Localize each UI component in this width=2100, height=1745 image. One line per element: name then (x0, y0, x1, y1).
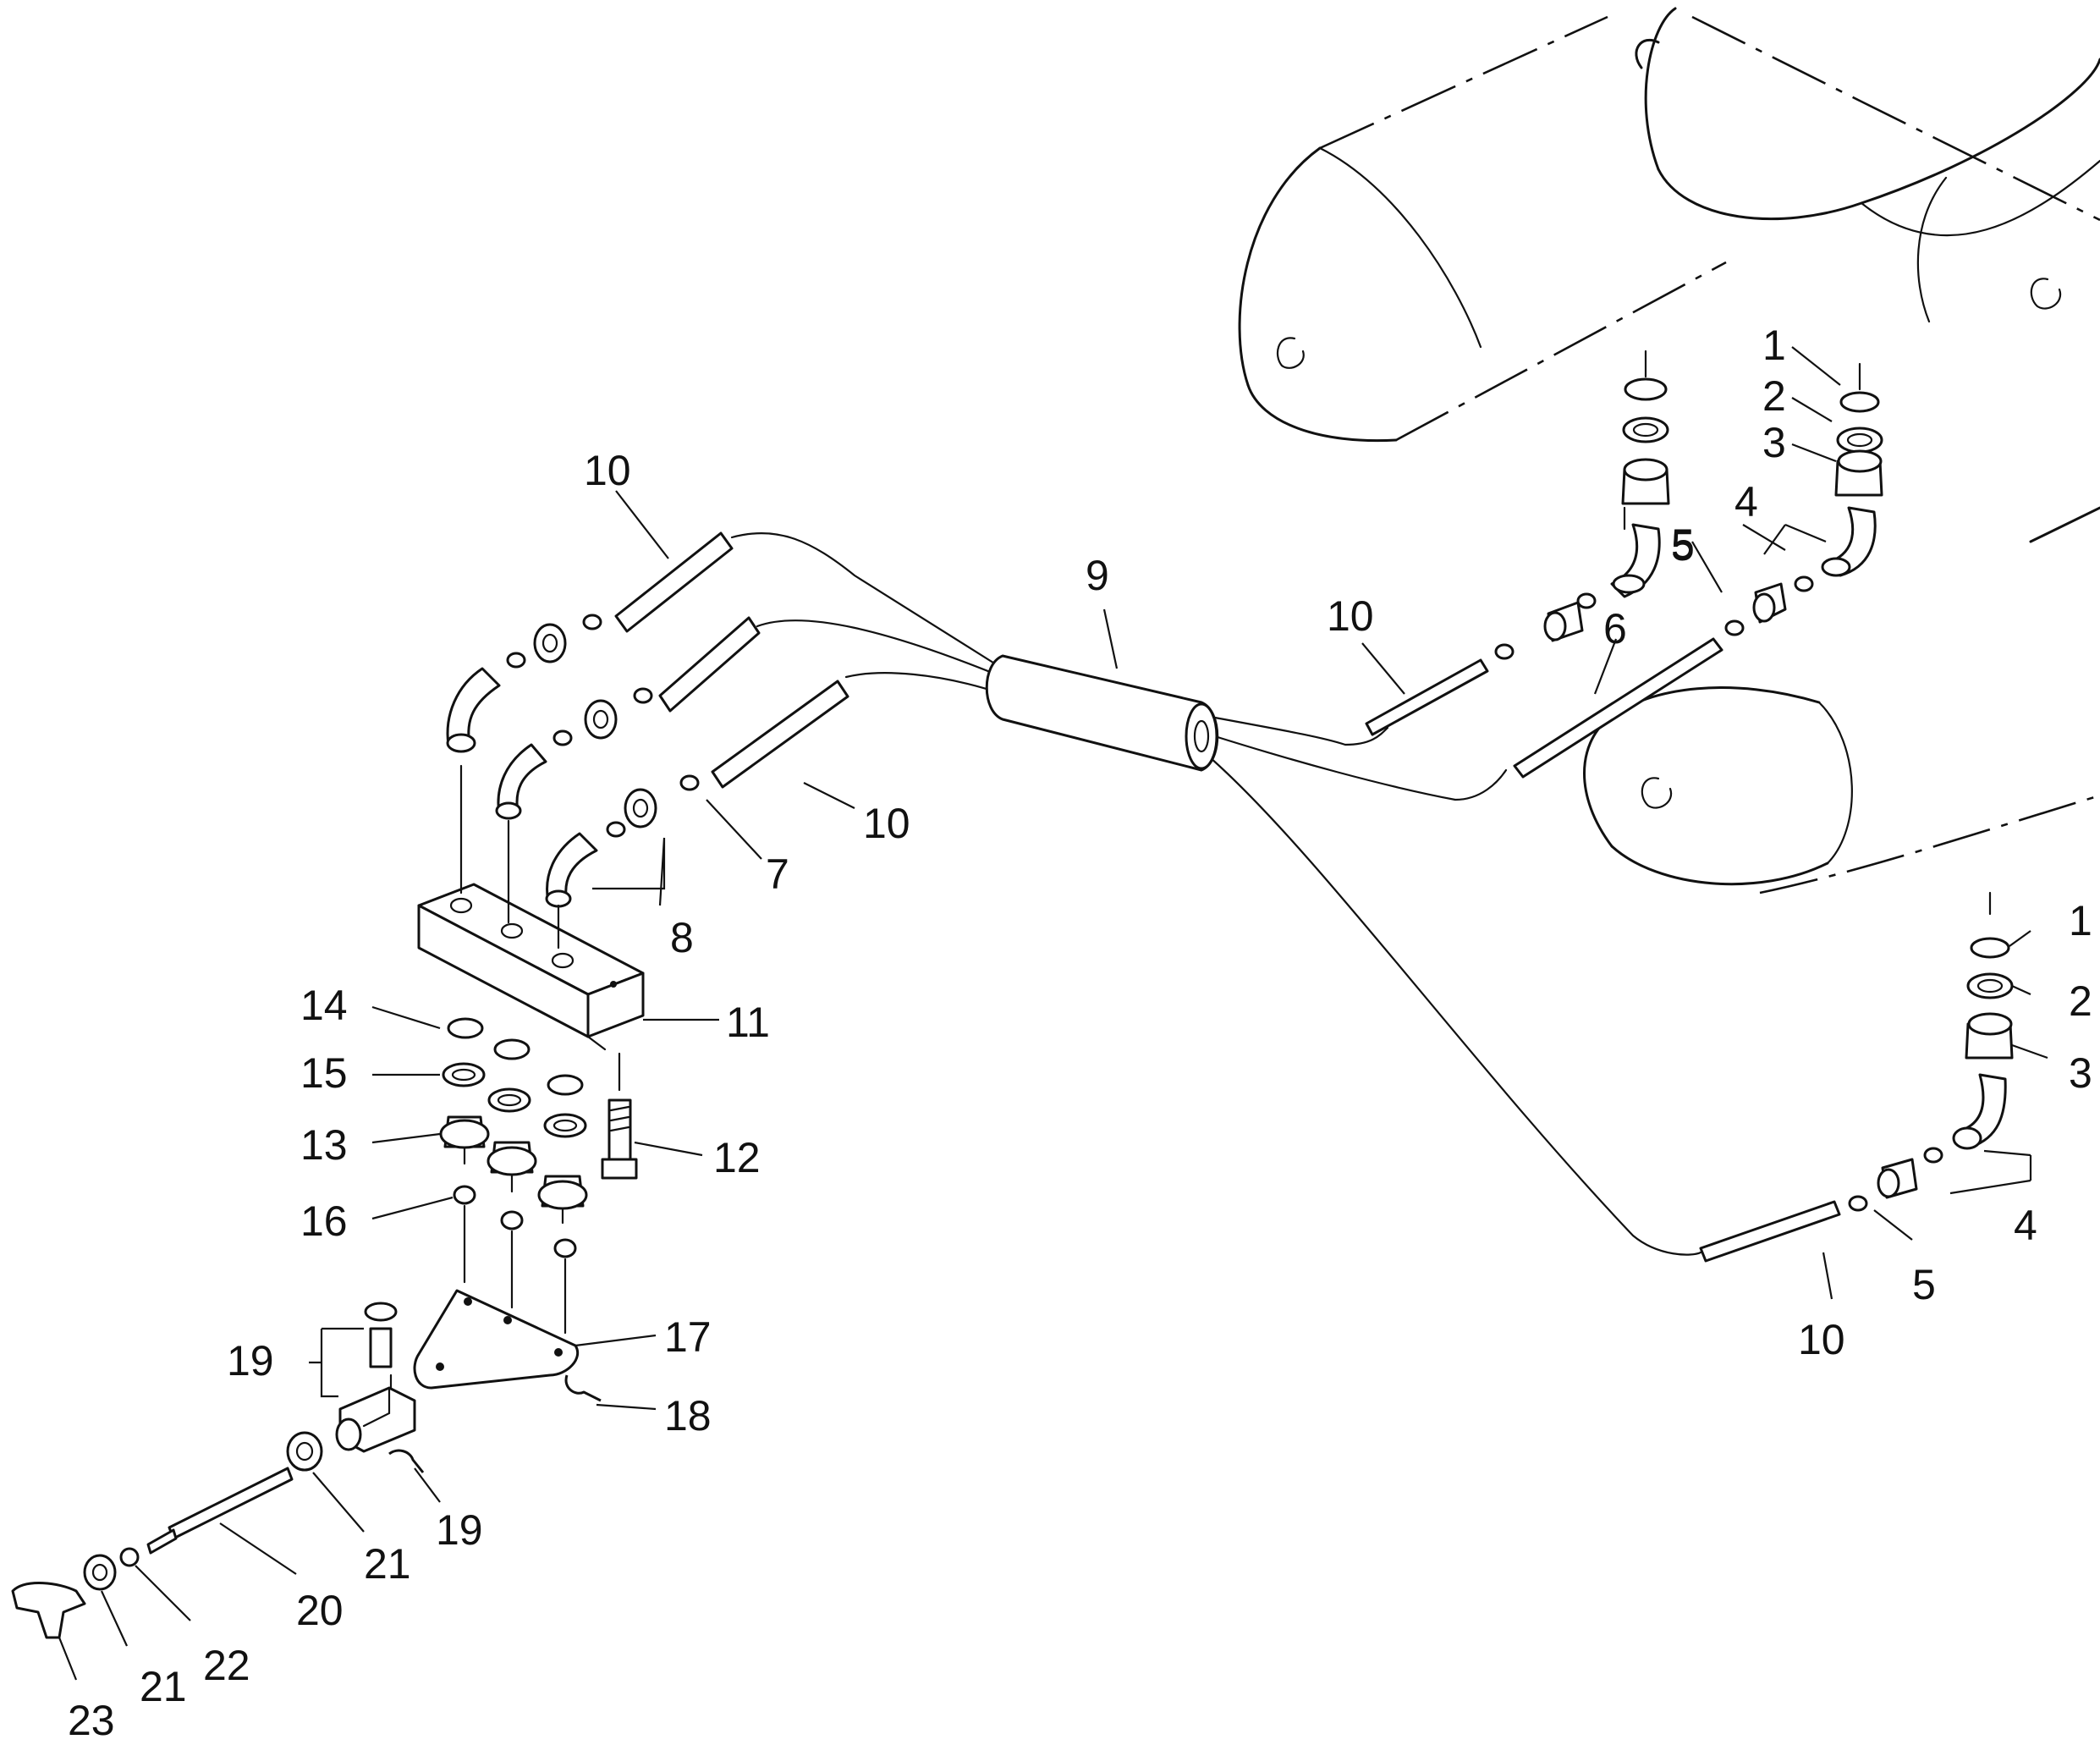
callout-15: 15 (300, 1049, 348, 1097)
control-knob (11, 1582, 86, 1639)
callout-4: 4 (1734, 478, 1758, 526)
callout-11: 11 (726, 999, 770, 1046)
hose-sleeve (985, 654, 1219, 772)
callout-19: 19 (227, 1337, 274, 1384)
callout-23: 23 (68, 1697, 115, 1744)
fitting-row-upper-right (1365, 575, 1814, 779)
callout-17: 17 (664, 1313, 712, 1361)
control-rod (83, 1431, 323, 1591)
callout-21: 21 (364, 1540, 411, 1588)
callout-10: 10 (584, 447, 631, 494)
cotter-pin (564, 1374, 602, 1402)
manifold-block (417, 764, 645, 1038)
fittings-row-1 (446, 614, 602, 753)
callout-labels: 1 2 3 4 5 10 9 10 5 6 10 7 8 14 11 15 13… (68, 322, 2092, 1744)
callout-2: 2 (1762, 372, 1786, 420)
fitting-stack-tank-lower (1699, 891, 2014, 1263)
valve-stack (439, 1017, 588, 1335)
callout-1: 1 (1762, 322, 1786, 369)
fitting-stack-tank-upper-left (1610, 350, 1670, 598)
callout-5: 5 (1912, 1261, 1936, 1308)
bolt (586, 1035, 638, 1180)
callout-22: 22 (203, 1642, 250, 1689)
callout-14: 14 (300, 982, 348, 1029)
fittings-row-2 (495, 687, 653, 820)
callout-21: 21 (140, 1663, 187, 1710)
callout-1: 1 (2069, 897, 2092, 944)
callout-5: 5 (1671, 520, 1695, 568)
callout-20: 20 (296, 1587, 344, 1634)
callout-10: 10 (1327, 592, 1374, 640)
callout-2: 2 (2069, 977, 2092, 1025)
callout-9: 9 (1086, 552, 1109, 599)
callout-10: 10 (863, 800, 910, 847)
callout-3: 3 (2069, 1049, 2092, 1097)
clevis (335, 1302, 425, 1473)
fittings-row-3 (545, 774, 700, 908)
bracket-plate (413, 1289, 580, 1390)
callout-10: 10 (1798, 1316, 1845, 1363)
callout-18: 18 (664, 1392, 712, 1439)
leader-lines (58, 346, 2048, 1681)
callout-7: 7 (766, 850, 789, 898)
fitting-stack-tank-upper-right (1821, 362, 1883, 577)
callout-13: 13 (300, 1121, 348, 1169)
callout-6: 6 (1603, 605, 1627, 652)
callout-16: 16 (300, 1197, 348, 1245)
callout-5: 5 (1671, 522, 1695, 570)
callout-4: 4 (2014, 1202, 2037, 1249)
hose-routing (730, 531, 1702, 1256)
air-tank-upper-right (1635, 7, 2100, 323)
callout-8: 8 (670, 914, 694, 961)
callout-3: 3 (1762, 419, 1786, 466)
air-tank-upper-left (1238, 15, 1727, 443)
hose-ends-left (614, 531, 849, 789)
callout-19: 19 (436, 1506, 483, 1554)
callout-12: 12 (713, 1134, 761, 1181)
